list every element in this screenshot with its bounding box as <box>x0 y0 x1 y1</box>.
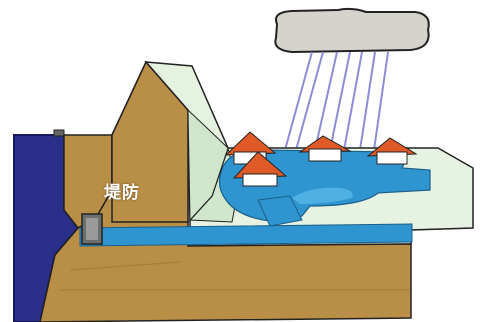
levee-label: 堤防 <box>104 178 140 203</box>
rain-icon <box>285 52 388 150</box>
rain-cloud-icon <box>275 9 428 52</box>
